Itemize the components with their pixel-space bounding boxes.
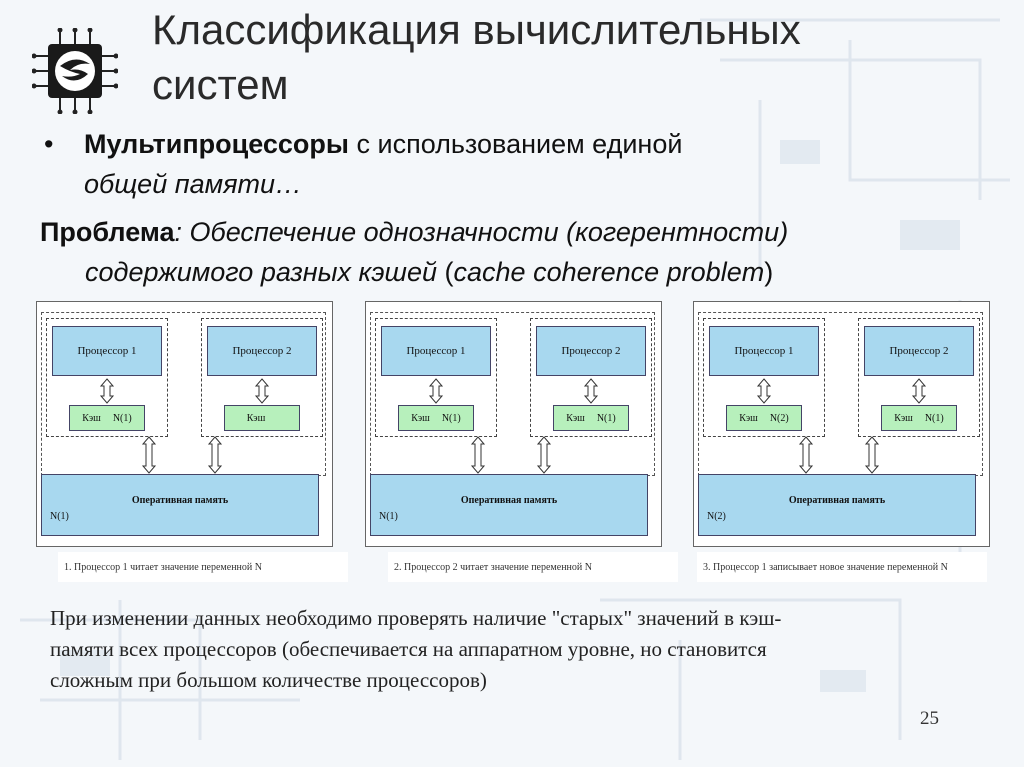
memory-value: N(2): [707, 511, 726, 522]
cache-1-label: Кэш: [739, 412, 758, 424]
problem-paren-open: (: [437, 257, 454, 287]
memory-box: Оперативная память N(1): [41, 474, 319, 536]
bottom-line-1: При изменении данных необходимо проверят…: [50, 606, 782, 630]
cache-2-value: N(1): [596, 412, 616, 424]
memory-box: Оперативная память N(2): [698, 474, 976, 536]
cache-2-box: Кэш N(1): [553, 405, 629, 431]
bullet-multiprocessors: • Мультипроцессоры с использованием един…: [44, 124, 924, 204]
problem-line-1: Обеспечение однозначности (когерентности…: [182, 217, 789, 247]
cache-1-value: N(1): [441, 412, 461, 424]
diagram-caption-2: 2. Процессор 2 читает значение переменно…: [388, 552, 678, 582]
processor-unit-2: Процессор 2 Кэш N(1): [530, 318, 652, 437]
memory-value: N(1): [50, 511, 69, 522]
cache-1-value: N(1): [112, 412, 132, 424]
cache-2-value: N(1): [924, 412, 944, 424]
problem-paren-close: ): [764, 257, 774, 287]
problem-statement: Проблема: Обеспечение однозначности (ког…: [40, 212, 940, 292]
problem-line-2: содержимого разных кэшей (cache coherenc…: [85, 252, 940, 292]
double-arrow-icon: [470, 436, 486, 474]
double-arrow-icon: [583, 378, 599, 404]
processor-unit-2: Процессор 2 Кэш N(1): [858, 318, 980, 437]
double-arrow-icon: [99, 378, 115, 404]
cache-1-label: Кэш: [411, 412, 430, 424]
double-arrow-icon: [756, 378, 772, 404]
page-number: 25: [920, 708, 939, 729]
memory-value: N(1): [379, 511, 398, 522]
processor-2-box: Процессор 2: [207, 326, 317, 376]
bullet-italic: общей памяти…: [84, 169, 303, 199]
processor-unit-1: Процессор 1 Кэш N(2): [703, 318, 825, 437]
memory-label: Оперативная память: [788, 495, 886, 506]
bottom-line-2: памяти всех процессоров (обеспечивается …: [50, 637, 767, 661]
problem-line-2-text: содержимого разных кэшей: [85, 257, 438, 287]
double-arrow-icon: [798, 436, 814, 474]
bullet-text: Мультипроцессоры с использованием единой: [84, 124, 924, 164]
double-arrow-icon: [141, 436, 157, 474]
cache-2-box: Кэш: [224, 405, 300, 431]
memory-box: Оперативная память N(1): [370, 474, 648, 536]
processor-unit-1: Процессор 1 Кэш N(1): [375, 318, 497, 437]
cache-2-label: Кэш: [566, 412, 585, 424]
processors-group: Процессор 1 Кэш N(2) Процессор 2 Кэш N(1): [698, 312, 983, 476]
diagram-caption-3: 3. Процессор 1 записывает новое значение…: [697, 552, 987, 582]
problem-english-term: cache coherence problem: [453, 257, 765, 287]
chip-icon: [32, 28, 118, 114]
title-line-1: Классификация вычислительных: [152, 6, 801, 53]
double-arrow-icon: [911, 378, 927, 404]
processor-1-box: Процессор 1: [52, 326, 162, 376]
processors-group: Процессор 1 Кэш N(1) Процессор 2 Кэш N(1): [370, 312, 655, 476]
processor-unit-1: Процессор 1 Кэш N(1): [46, 318, 168, 437]
bottom-line-3: сложным при большом количестве процессор…: [50, 668, 487, 692]
title-line-2: систем: [152, 61, 289, 108]
bullet-bold: Мультипроцессоры: [84, 129, 349, 159]
double-arrow-icon: [536, 436, 552, 474]
memory-label: Оперативная память: [460, 495, 558, 506]
bullet-dot: •: [44, 129, 54, 159]
double-arrow-icon: [207, 436, 223, 474]
cache-1-box: Кэш N(1): [69, 405, 145, 431]
problem-colon: :: [174, 217, 183, 247]
slide-title: Классификация вычислительных систем: [152, 2, 1012, 112]
processors-group: Процессор 1 Кэш N(1) Процессор 2 Кэш: [41, 312, 326, 476]
double-arrow-icon: [254, 378, 270, 404]
bullet-rest: с использованием единой: [348, 129, 683, 159]
double-arrow-icon: [864, 436, 880, 474]
processor-1-box: Процессор 1: [709, 326, 819, 376]
cache-1-box: Кэш N(2): [726, 405, 802, 431]
bottom-note: При изменении данных необходимо проверят…: [50, 603, 980, 696]
processor-2-box: Процессор 2: [536, 326, 646, 376]
diagram-caption-1: 1. Процессор 1 читает значение переменно…: [58, 552, 348, 582]
double-arrow-icon: [428, 378, 444, 404]
processor-2-box: Процессор 2: [864, 326, 974, 376]
cache-1-label: Кэш: [82, 412, 101, 424]
processor-unit-2: Процессор 2 Кэш: [201, 318, 323, 437]
memory-label: Оперативная память: [131, 495, 229, 506]
cache-2-box: Кэш N(1): [881, 405, 957, 431]
cache-1-value: N(2): [769, 412, 789, 424]
processor-1-box: Процессор 1: [381, 326, 491, 376]
cache-2-label: Кэш: [894, 412, 913, 424]
cache-2-label: Кэш: [246, 412, 266, 424]
cache-1-box: Кэш N(1): [398, 405, 474, 431]
problem-label: Проблема: [40, 217, 175, 247]
